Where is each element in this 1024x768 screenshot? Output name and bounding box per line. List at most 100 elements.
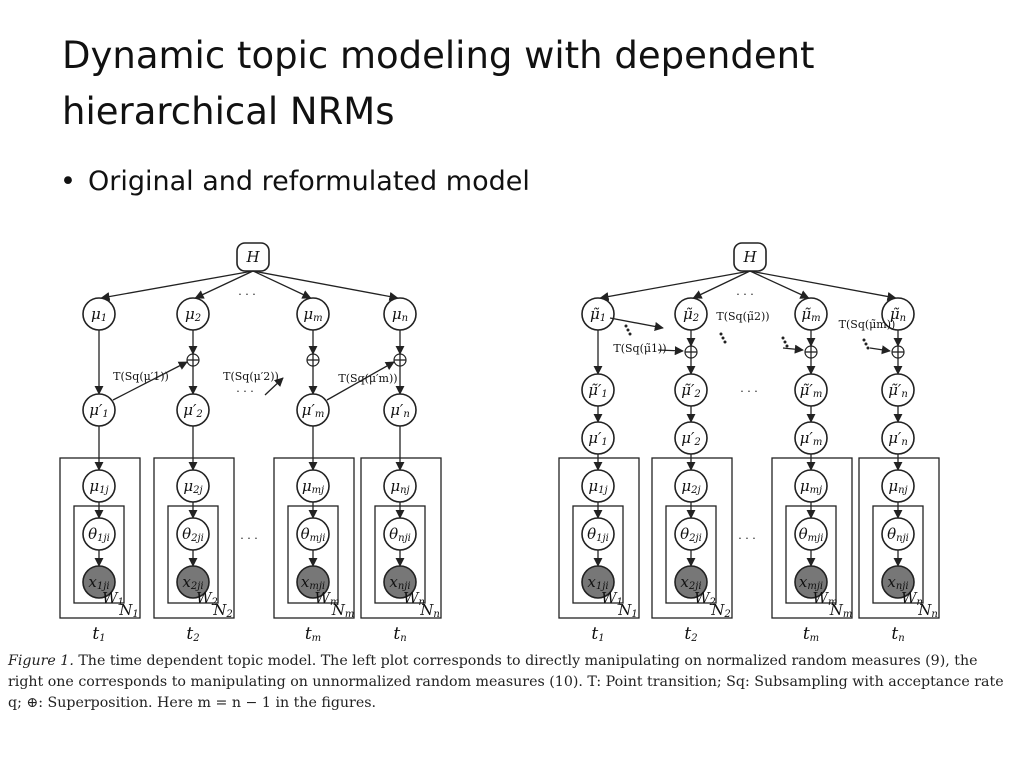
right-time-label-2: tm <box>803 624 819 644</box>
caption-label: Figure 1. <box>8 653 74 669</box>
left-transition-edge-0 <box>112 361 188 401</box>
left-time-label-1: t2 <box>186 624 199 644</box>
right-subsample-dot-1-2 <box>723 340 727 344</box>
right-outer-plate-label-1: N2 <box>710 601 731 620</box>
right-subsample-dot-0-1 <box>626 328 630 332</box>
right-outer-plate-label-3: Nn <box>917 601 938 620</box>
left-outer-plate-label-0: N1 <box>118 601 139 620</box>
right-subsample-dot-3-1 <box>864 342 868 346</box>
right-outer-plate-3 <box>858 457 940 619</box>
right-top-node-0-label: μ̃1 <box>590 305 606 324</box>
left-top-node-2-label: μm <box>303 305 322 324</box>
right-norm-node-3-label: μ′n <box>888 429 908 448</box>
right-word-node-1-label: x2ji <box>680 573 701 592</box>
left-transition-edge-2 <box>326 361 395 401</box>
bullet-marker: • <box>60 166 76 197</box>
right-transition-edge-0 <box>609 317 664 331</box>
right-subsample-dot-2-1 <box>783 340 787 344</box>
left-theta-node-3-label: θnji <box>389 525 411 544</box>
right-transition-label-2: T(Sq(μ̃m)) <box>839 318 896 331</box>
left-mid-ellipsis: · · · <box>236 385 253 398</box>
figure-caption: Figure 1. The time dependent topic model… <box>8 651 1016 714</box>
right-top-node-3-label: μ̃n <box>890 305 906 324</box>
right-subsample-dot-3-0 <box>862 338 866 342</box>
right-theta-node-0-label: θ1ji <box>587 525 609 544</box>
right-time-label-3: tn <box>891 624 904 644</box>
right-doc-node-0-label: μ1j <box>588 477 607 496</box>
left-transition-edge-1 <box>264 377 284 396</box>
right-word-node-0-label: x1ji <box>587 573 608 592</box>
caption-text: The time dependent topic model. The left… <box>8 653 1004 711</box>
left-transition-label-2: T(Sq(μ′m)) <box>338 372 397 385</box>
right-inner-plate-label-3: Wn <box>901 589 923 608</box>
right-outer-plate-0 <box>558 457 640 619</box>
left-outer-plate-label-3: Nn <box>419 601 440 620</box>
left-mid-node-1-label: μ′2 <box>183 401 203 420</box>
right-outer-plate-label-0: N1 <box>617 601 638 620</box>
right-word-node-3 <box>881 565 915 599</box>
right-word-node-3-label: xnji <box>887 573 908 592</box>
right-doc-node-2-label: μmj <box>800 477 822 496</box>
right-outer-plate-2 <box>771 457 853 619</box>
right-root-label: H <box>742 248 757 266</box>
right-mid-node-0-label: μ̃′1 <box>588 381 608 400</box>
left-doc-node-1-label: μ2j <box>183 477 202 496</box>
right-subsample-dot-0-2 <box>628 332 632 336</box>
right-word-node-0 <box>581 565 615 599</box>
left-doc-ellipsis: · · · <box>240 532 257 545</box>
right-outer-plate-1 <box>651 457 733 619</box>
left-mid-node-2-label: μ′m <box>302 401 325 420</box>
left-edge-root-1 <box>194 270 254 299</box>
right-subsample-dot-2-2 <box>785 344 789 348</box>
left-theta-node-2-label: θmji <box>301 525 326 544</box>
left-inner-plate-label-2: Wm <box>315 589 340 608</box>
right-word-node-2-label: xmji <box>799 573 823 592</box>
left-word-node-3-label: xnji <box>389 573 410 592</box>
left-transition-label-1: T(Sq(μ′2)) <box>223 370 279 383</box>
left-time-label-3: tn <box>393 624 406 644</box>
left-top-node-3-label: μn <box>392 305 408 324</box>
right-mid-ellipsis: · · · <box>740 385 757 398</box>
right-time-label-1: t2 <box>684 624 697 644</box>
left-doc-node-3-label: μnj <box>390 477 409 496</box>
right-transition-edge-3 <box>869 345 891 355</box>
left-outer-plate-label-1: N2 <box>212 601 233 620</box>
left-outer-plate-0 <box>59 457 141 619</box>
right-mid-node-2-label: μ̃′m <box>800 381 823 400</box>
right-inner-plate-label-0: W1 <box>601 589 623 608</box>
left-word-node-0 <box>82 565 116 599</box>
left-doc-node-0-label: μ1j <box>89 477 108 496</box>
right-inner-plate-label-1: W2 <box>694 589 716 608</box>
right-transition-label-0: T(Sq(μ̃1)) <box>613 342 666 355</box>
left-transition-label-0: T(Sq(μ′1)) <box>113 370 169 383</box>
left-time-label-2: tm <box>305 624 321 644</box>
left-inner-plate-label-3: Wn <box>403 589 425 608</box>
bullet-text: Original and reformulated model <box>88 166 530 197</box>
right-inner-plate-label-2: Wm <box>813 589 838 608</box>
right-norm-node-1-label: μ′2 <box>681 429 701 448</box>
left-edge-root-3 <box>252 270 399 301</box>
left-top-node-1-label: μ2 <box>185 305 201 324</box>
left-top-ellipsis: · · · <box>238 288 255 301</box>
right-outer-plate-label-2: Nm <box>829 601 853 620</box>
right-word-node-2 <box>794 565 828 599</box>
right-edge-root-1 <box>692 270 751 299</box>
slide-title: Dynamic topic modeling with dependent hi… <box>62 34 815 133</box>
left-inner-plate-label-0: W1 <box>102 589 124 608</box>
right-subsample-dot-2-0 <box>781 336 785 340</box>
left-word-node-1-label: x2ji <box>182 573 203 592</box>
left-top-node-0-label: μ1 <box>91 305 107 324</box>
left-outer-plate-1 <box>153 457 235 619</box>
left-word-node-0-label: x1ji <box>88 573 109 592</box>
left-theta-node-0-label: θ1ji <box>88 525 110 544</box>
right-transition-edge-1 <box>657 346 684 356</box>
left-outer-plate-3 <box>360 457 442 619</box>
left-word-node-1 <box>176 565 210 599</box>
left-doc-node-2-label: μmj <box>302 477 324 496</box>
right-transition-label-1: T(Sq(μ̃2)) <box>716 310 769 323</box>
right-theta-node-2-label: θmji <box>799 525 824 544</box>
left-mid-node-0-label: μ′1 <box>89 401 109 420</box>
right-subsample-dot-1-0 <box>719 332 723 336</box>
